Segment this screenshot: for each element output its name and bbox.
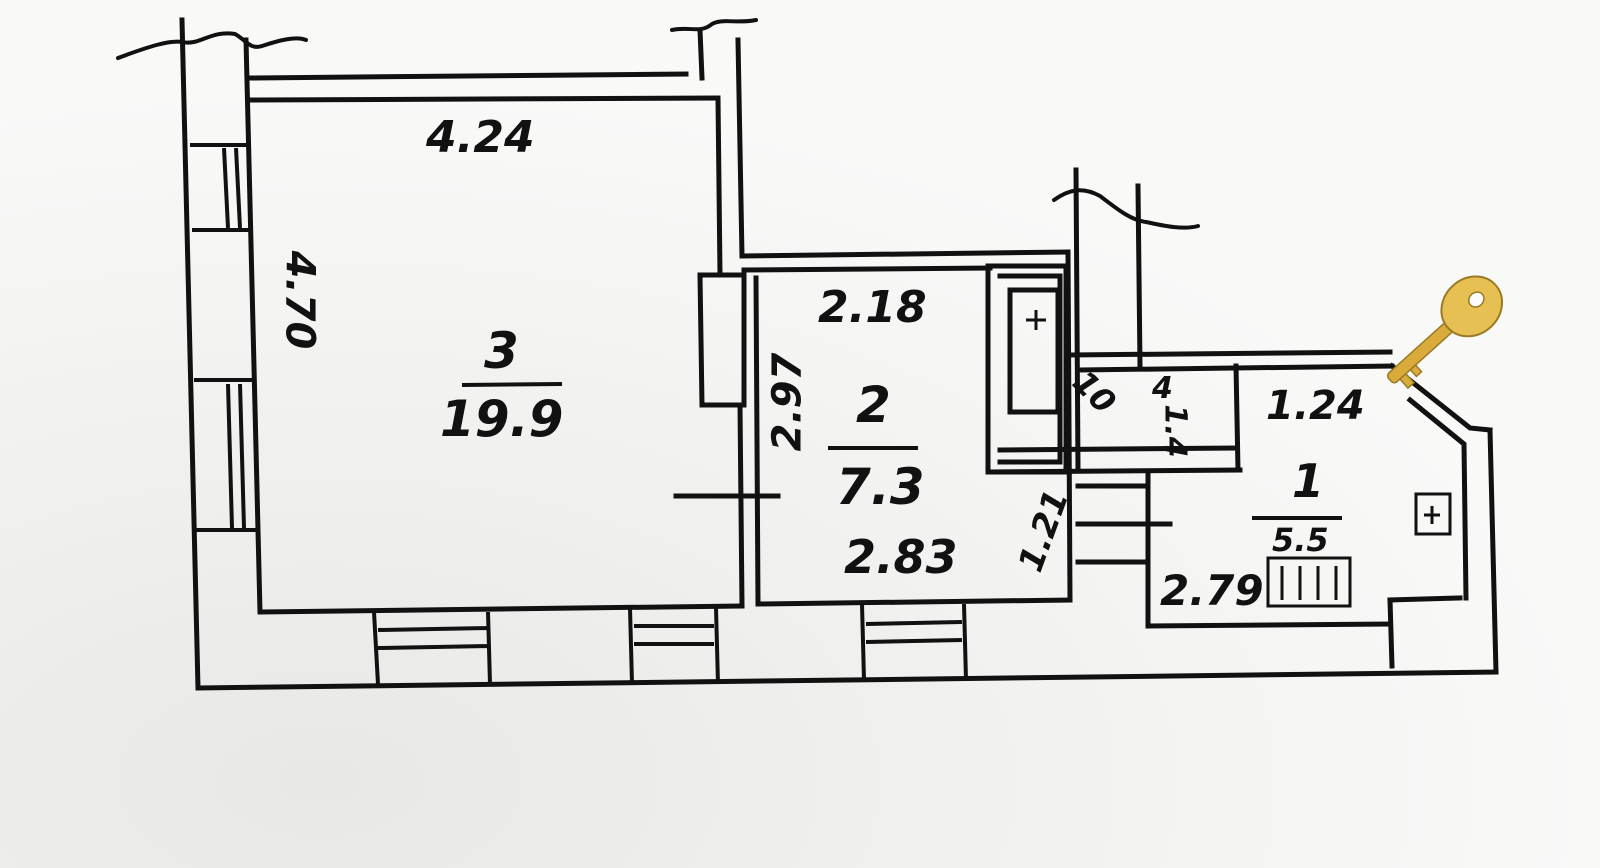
window-left-2-pane-a (226, 383, 234, 529)
utility-top-wall (1067, 349, 1393, 358)
room2-top-wall-outer (739, 249, 1071, 259)
utility-bottom-wall (997, 445, 1239, 453)
room3-area-label: 19.9 (440, 390, 564, 448)
hall-right-wall-top (1135, 183, 1143, 369)
outer-wall-right (1487, 427, 1499, 675)
window-bottom-1 (372, 611, 492, 685)
window-left-1-pane-b (234, 147, 242, 229)
outer-wall-left (179, 17, 201, 691)
room3-room2-wall-a (737, 402, 745, 609)
partition-block (697, 272, 747, 408)
room1-number-label: 1 (1292, 454, 1325, 508)
kitchen-corner-v (1387, 597, 1395, 669)
top-wall-outer (247, 71, 689, 81)
window-left-2-pane-b (238, 383, 246, 529)
room3-length-label: 4.70 (276, 250, 323, 350)
window-left-1-pane-a (222, 147, 230, 229)
kitchen-diagonal-inner (1406, 396, 1469, 601)
kitchen-diagonal-wall (1388, 362, 1493, 433)
outer-wall-bottom (195, 669, 1499, 691)
room3-right-wall-inner (715, 95, 723, 278)
hall-left-wall-top (1073, 167, 1081, 473)
room2-number-label: 2 (856, 376, 891, 434)
fixtures (1026, 310, 1452, 608)
room1-area-label: 5.5 (1272, 521, 1329, 559)
fraction-bars (461, 382, 1342, 520)
kitchen-bottom-wall (1145, 621, 1393, 629)
room2-top-wall-inner (741, 265, 993, 273)
fixture-sink-plus (1424, 506, 1440, 524)
room2-bottom-wall (755, 597, 1073, 607)
room2-area-label: 7.3 (836, 458, 925, 516)
left-windows (190, 143, 256, 532)
room2-length-label: 2.97 (764, 352, 811, 452)
utility-bottom-outer (985, 467, 1243, 475)
break-line-top-mid (670, 18, 758, 32)
utility-right-wall (1233, 363, 1241, 473)
shaft-box (1007, 287, 1061, 415)
fixture-stove (1266, 556, 1352, 608)
room1-width-label: 1.24 (1266, 383, 1365, 429)
room1-length-label: 2.79 (1160, 566, 1264, 615)
walls (179, 17, 1499, 691)
kitchen-corner-h (1387, 595, 1463, 603)
top-wall-stub (697, 27, 705, 81)
inner-wall-left (243, 37, 263, 615)
room2-width-top-label: 2.18 (818, 282, 927, 333)
bottom-windows (372, 603, 968, 685)
room3-room2-wall-b (753, 275, 761, 607)
break-lines (116, 18, 1200, 230)
room3-fraction-bar (461, 382, 563, 387)
fixture-stove-burners (1280, 566, 1338, 600)
utility-number-label: 4 (1152, 371, 1173, 406)
key-icon (1386, 275, 1504, 390)
window-bottom-3 (860, 603, 968, 681)
room3-number-label: 3 (484, 322, 519, 380)
room3-right-wall-outer (735, 37, 745, 259)
window-bottom-2 (628, 607, 720, 685)
utility-area-label: 1.4 (1157, 404, 1193, 458)
break-line-top-right (1052, 188, 1200, 230)
room3-width-label: 4.24 (426, 112, 535, 163)
fixture-plus-shaft (1026, 310, 1046, 330)
room2-width-bottom-label: 2.83 (844, 530, 958, 584)
room3-bottom-wall (259, 603, 743, 615)
break-line-top-left (116, 31, 308, 60)
top-wall-inner (249, 95, 721, 103)
fixture-sink (1414, 492, 1452, 536)
